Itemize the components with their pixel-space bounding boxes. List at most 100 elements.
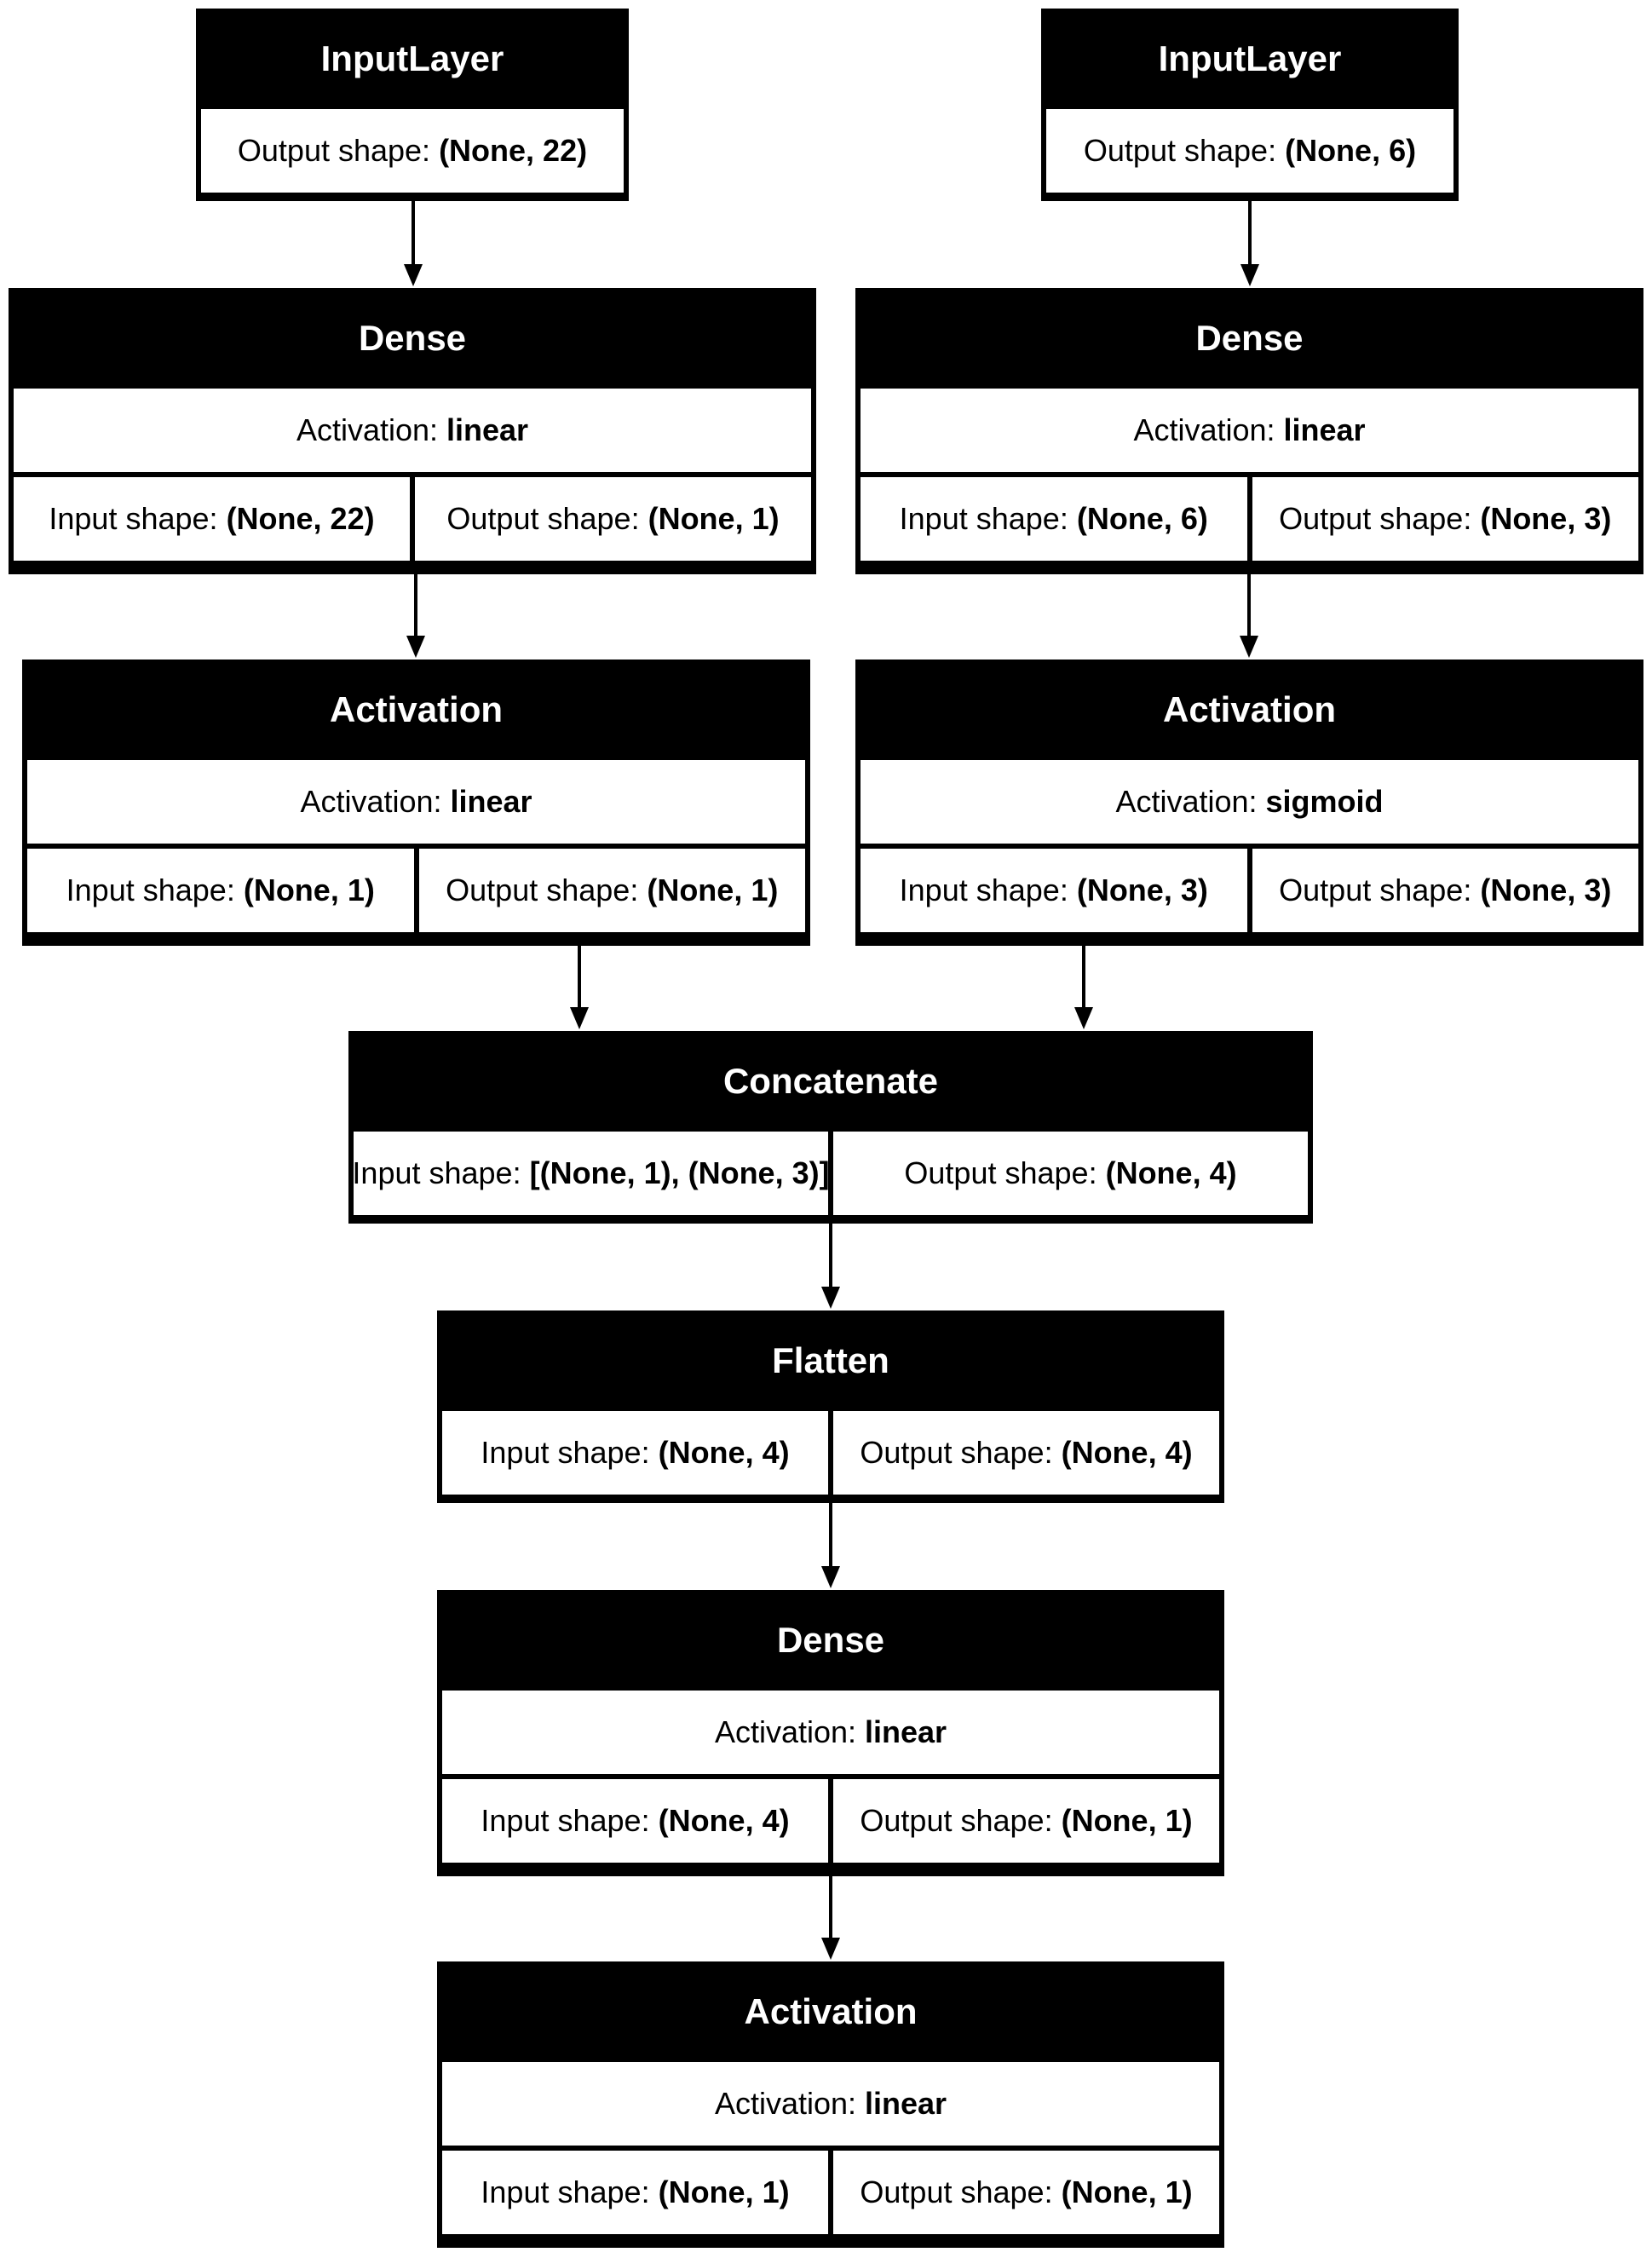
layer-row: Activation:linear [442,1691,1219,1774]
cell-value: (None, 4) [1105,1155,1237,1190]
layer-cell: Output shape:(None, 1) [418,849,805,932]
cell-value: linear [865,1714,947,1749]
layer-cell: Activation:linear [861,389,1638,472]
layer-cell: Input shape:(None, 4) [442,1779,828,1863]
cell-value: linear [1283,412,1366,447]
layer-title: Flatten [772,1340,889,1380]
cell-value: (None, 1) [647,873,779,907]
layer-cell: Input shape:(None, 3) [861,849,1247,932]
cell-value: linear [450,784,532,819]
arrowhead-icon [1240,636,1258,658]
layer-cell: Output shape:(None, 1) [833,2151,1219,2234]
layer-title: Activation [1162,689,1337,729]
cell-value: (None, 4) [658,1435,790,1470]
layer-cell: Output shape:(None, 1) [833,1779,1219,1863]
layer-cell: Activation:linear [442,1691,1219,1774]
edge-arrow [570,946,589,1029]
cell-label: Output shape: [860,1803,1053,1838]
cell-value: (None, 1) [1061,1803,1193,1838]
arrowhead-icon [1240,264,1259,286]
layer-cell: Input shape:(None, 6) [861,477,1247,561]
layer-title: Dense [1195,318,1304,358]
layer-title: Concatenate [722,1061,939,1101]
layer-cell: Output shape:(None, 4) [833,1411,1219,1495]
layer-cell: Input shape:(None, 1) [27,849,414,932]
arrowhead-icon [821,1287,840,1309]
cell-label: Output shape: [1279,501,1472,536]
cell-value: sigmoid [1265,784,1384,819]
cell-label: Input shape: [49,501,218,536]
edge-arrow [821,1876,840,1960]
layer-cell: Activation:linear [442,2062,1219,2146]
cell-value: (None, 1) [648,501,780,536]
arrowhead-icon [1074,1007,1093,1029]
arrowhead-icon [570,1007,589,1029]
cell-value: linear [446,412,529,447]
edge-arrow [1240,201,1259,286]
layer-cell: Activation:linear [27,760,805,844]
cell-label: Activation: [1115,784,1258,819]
cell-label: Activation: [300,784,442,819]
cell-label: Output shape: [904,1155,1097,1190]
layer-row: Activation:linear [442,2062,1219,2146]
layer-row: Output shape:(None, 22) [201,109,624,193]
cell-value: linear [865,2086,947,2121]
layer-cell: Input shape:[(None, 1), (None, 3)] [354,1132,828,1215]
cell-value: (None, 3) [1480,501,1612,536]
cell-value: (None, 4) [1061,1435,1193,1470]
layer-cell: Output shape:(None, 6) [1046,109,1453,193]
cell-value: (None, 3) [1480,873,1612,907]
cell-label: Input shape: [481,1803,650,1838]
cell-label: Activation: [714,2086,857,2121]
arrowhead-icon [404,264,423,286]
layer-cell: Output shape:(None, 1) [415,477,811,561]
layer-row: Input shape:[(None, 1), (None, 3)]Output… [354,1132,1308,1215]
cell-label: Input shape: [481,2174,650,2209]
layer-cell: Output shape:(None, 3) [1252,477,1638,561]
edge-arrow [1074,946,1093,1029]
cell-label: Output shape: [1083,133,1277,168]
arrowhead-icon [821,1938,840,1960]
layer-row: Input shape:(None, 6)Output shape:(None,… [861,477,1638,561]
edge-arrow [404,201,423,286]
layer-title: Activation [329,689,504,729]
layer-title: Dense [776,1620,885,1660]
cell-label: Activation: [296,412,439,447]
cell-value: (None, 1) [243,873,375,907]
layer-row: Activation:linear [861,389,1638,472]
cell-label: Input shape: [899,501,1068,536]
cell-label: Input shape: [481,1435,650,1470]
layer-cell: Activation:sigmoid [861,760,1638,844]
layer-row: Output shape:(None, 6) [1046,109,1453,193]
layer-row: Activation:linear [27,760,805,844]
layer-cell: Activation:linear [14,389,811,472]
cell-label: Output shape: [860,2174,1053,2209]
layer-cell: Output shape:(None, 4) [833,1132,1308,1215]
layer-cell: Input shape:(None, 4) [442,1411,828,1495]
cell-value: (None, 22) [439,133,588,168]
cell-value: [(None, 1), (None, 3)] [529,1155,828,1190]
cell-value: (None, 1) [658,2174,790,2209]
cell-value: (None, 22) [226,501,375,536]
layer-row: Input shape:(None, 22) Output shape:(None… [14,477,811,561]
cell-label: Input shape: [354,1155,521,1190]
edge-arrow [1240,574,1258,658]
edge-arrow [821,1224,840,1309]
arrowhead-icon [406,636,425,658]
layer-row: Activation:linear [14,389,811,472]
layer-row: Input shape:(None, 4)Output shape:(None,… [442,1411,1219,1495]
layer-row: Activation:sigmoid [861,760,1638,844]
cell-value: (None, 3) [1076,873,1208,907]
layer-row: Input shape:(None, 4)Output shape:(None,… [442,1779,1219,1863]
cell-label: Output shape: [237,133,431,168]
